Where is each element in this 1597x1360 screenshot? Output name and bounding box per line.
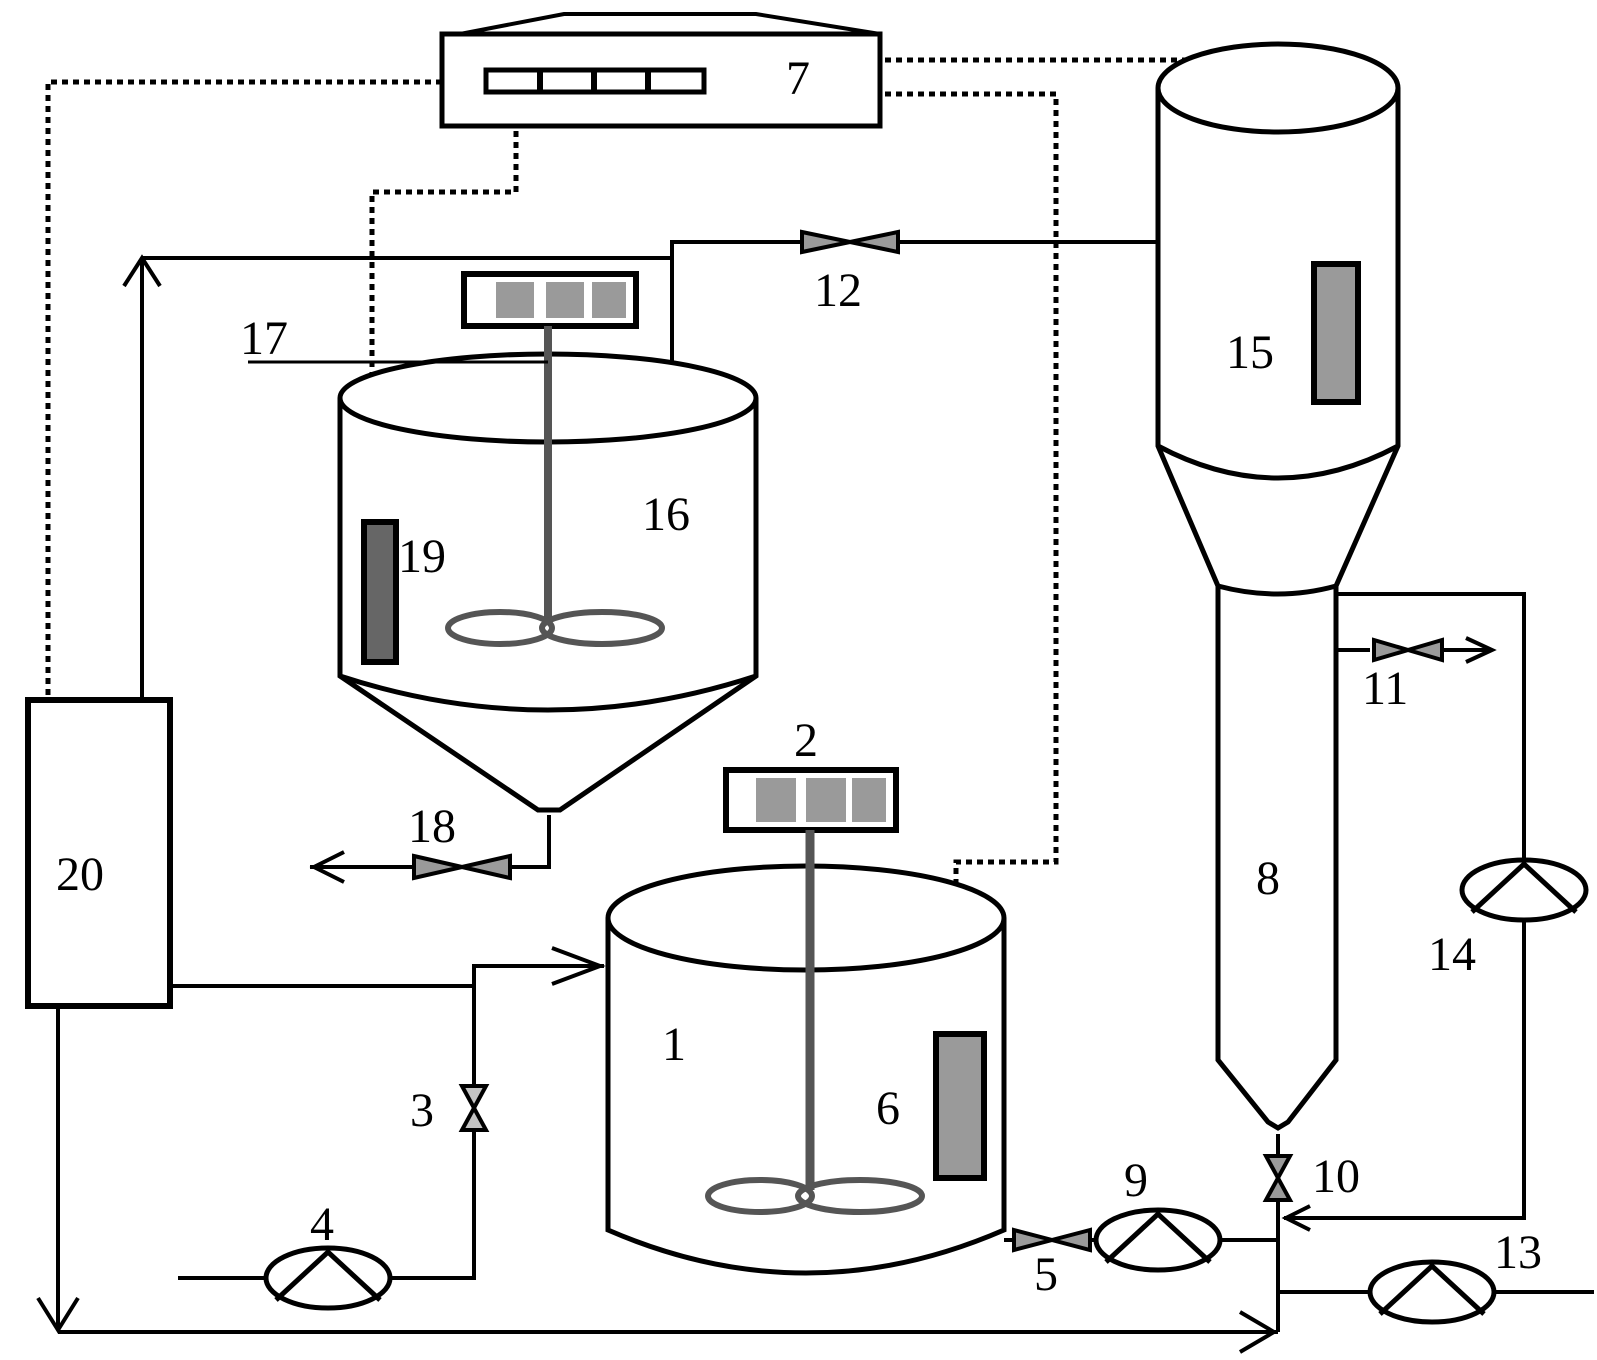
valve-12	[800, 229, 900, 255]
label-11: 11	[1362, 662, 1408, 715]
label-3: 3	[410, 1084, 434, 1137]
probe-19	[361, 519, 399, 665]
label-12: 12	[814, 264, 862, 317]
valve-5	[1012, 1227, 1092, 1253]
label-7: 7	[786, 52, 810, 105]
label-14: 14	[1428, 928, 1476, 981]
label-20: 20	[56, 848, 104, 901]
label-10: 10	[1312, 1150, 1360, 1203]
label-17: 17	[240, 312, 288, 365]
unit-20	[25, 697, 173, 1009]
label-15: 15	[1226, 326, 1274, 379]
signal-line-7-to-6	[874, 91, 1059, 1034]
label-2: 2	[794, 714, 818, 767]
label-1: 1	[662, 1018, 686, 1071]
signal-line-7-to-20	[45, 79, 442, 700]
label-4: 4	[310, 1198, 334, 1251]
pump-14	[1459, 857, 1589, 923]
signal-line-7-to-19	[369, 120, 519, 522]
label-13: 13	[1494, 1226, 1542, 1279]
label-5: 5	[1034, 1248, 1058, 1301]
pipe-16-outlet	[310, 815, 551, 869]
labels: 1 2 3 4 5 6 7 8 9 10 11 12 13 14 15 16 1…	[56, 52, 1542, 1301]
valve-10	[1262, 1154, 1294, 1202]
pump-4	[263, 1245, 393, 1311]
label-19: 19	[398, 530, 446, 583]
probe-15	[1311, 261, 1361, 405]
stirrer-17	[248, 271, 665, 647]
label-9: 9	[1124, 1154, 1148, 1207]
pump-9	[1093, 1207, 1223, 1273]
pipe-8-to-16	[670, 240, 1158, 390]
reactor-8	[1155, 41, 1401, 1131]
stirrer-2	[705, 767, 925, 1215]
valve-18	[412, 853, 512, 881]
valve-3	[458, 1084, 490, 1132]
label-18: 18	[408, 800, 456, 853]
pipes	[56, 240, 1594, 1334]
label-8: 8	[1256, 852, 1280, 905]
label-16: 16	[642, 488, 690, 541]
controller-7	[439, 12, 883, 129]
valve-11	[1372, 636, 1497, 664]
label-6: 6	[876, 1082, 900, 1135]
probe-6	[933, 1031, 987, 1181]
pump-13	[1367, 1259, 1497, 1325]
